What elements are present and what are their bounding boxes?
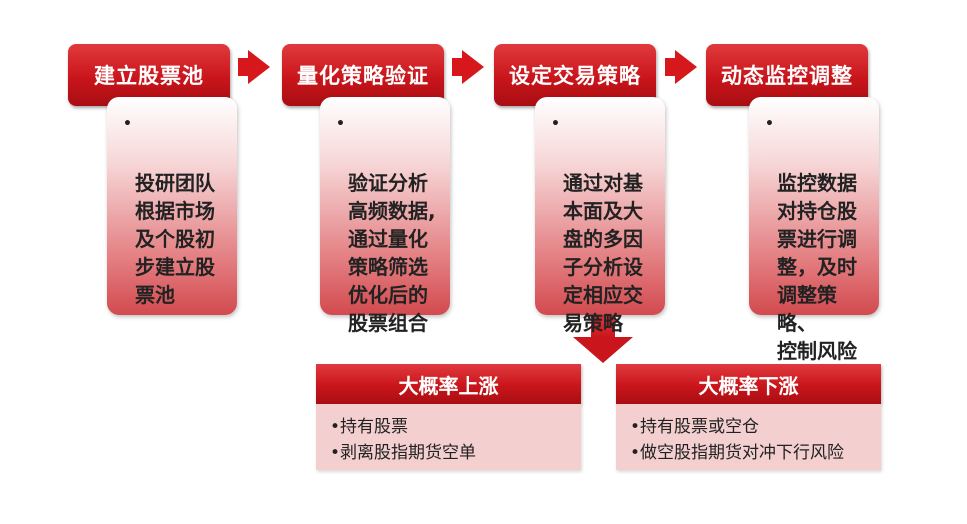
outcome-fall-title: 大概率下涨 [698, 373, 799, 398]
step-4-title: 动态监控调整 [721, 64, 853, 88]
step-1-description: 投研团队 根据市场 及个股初 步建立股 票池 [135, 171, 215, 307]
step-1-header: 建立股票池 [68, 44, 230, 106]
step-1-body: • 投研团队 根据市场 及个股初 步建立股 票池 [107, 97, 237, 315]
arrow-stem-3 [665, 58, 675, 76]
step-2-title: 量化策略验证 [297, 64, 429, 88]
right-arrow-icon [248, 50, 270, 84]
step-2-body: • 验证分析 高频数据, 通过量化 策略筛选 优化后的 股票组合 [320, 97, 450, 335]
step-4-description: 监控数据 对持仓股 票进行调 整，及时 调整策略、 控制风险 [777, 171, 857, 363]
outcome-rise-item: •持有股票 [330, 417, 409, 437]
bullet-mark: • [551, 116, 560, 132]
step-4-header: 动态监控调整 [706, 44, 868, 106]
bullet-mark: • [123, 116, 132, 132]
step-2-description: 验证分析 高频数据, 通过量化 策略筛选 优化后的 股票组合 [348, 171, 436, 335]
arrow-stem-1 [238, 58, 248, 76]
right-arrow-icon [675, 50, 697, 84]
outcome-rise-title: 大概率上涨 [398, 373, 499, 398]
bullet-mark: • [765, 116, 774, 132]
step-4-body: • 监控数据 对持仓股 票进行调 整，及时 调整策略、 控制风险 [749, 97, 879, 363]
outcome-fall-header: 大概率下涨 [616, 364, 881, 404]
step-2-header: 量化策略验证 [282, 44, 444, 106]
outcome-fall-item: •做空股指期货对冲下行风险 [630, 443, 845, 463]
down-arrow-icon [573, 337, 633, 363]
step-3-description: 通过对基 本面及大 盘的多因 子分析设 定相应交 易策略 [563, 171, 643, 335]
outcome-fall-item: •持有股票或空仓 [630, 417, 760, 437]
outcome-rise-header: 大概率上涨 [316, 364, 581, 404]
step-3-header: 设定交易策略 [494, 44, 656, 106]
arrow-stem-2 [452, 58, 462, 76]
step-3-body: • 通过对基 本面及大 盘的多因 子分析设 定相应交 易策略 [535, 97, 665, 335]
down-arrow-stem [591, 314, 615, 338]
outcome-fall-body: •持有股票或空仓 •做空股指期货对冲下行风险 [616, 404, 881, 470]
step-1-title: 建立股票池 [94, 64, 204, 88]
outcome-rise-item: •剥离股指期货空单 [330, 443, 477, 463]
outcome-rise-body: •持有股票 •剥离股指期货空单 [316, 404, 581, 470]
right-arrow-icon [462, 50, 484, 84]
step-3-title: 设定交易策略 [509, 64, 641, 88]
bullet-mark: • [336, 116, 345, 132]
